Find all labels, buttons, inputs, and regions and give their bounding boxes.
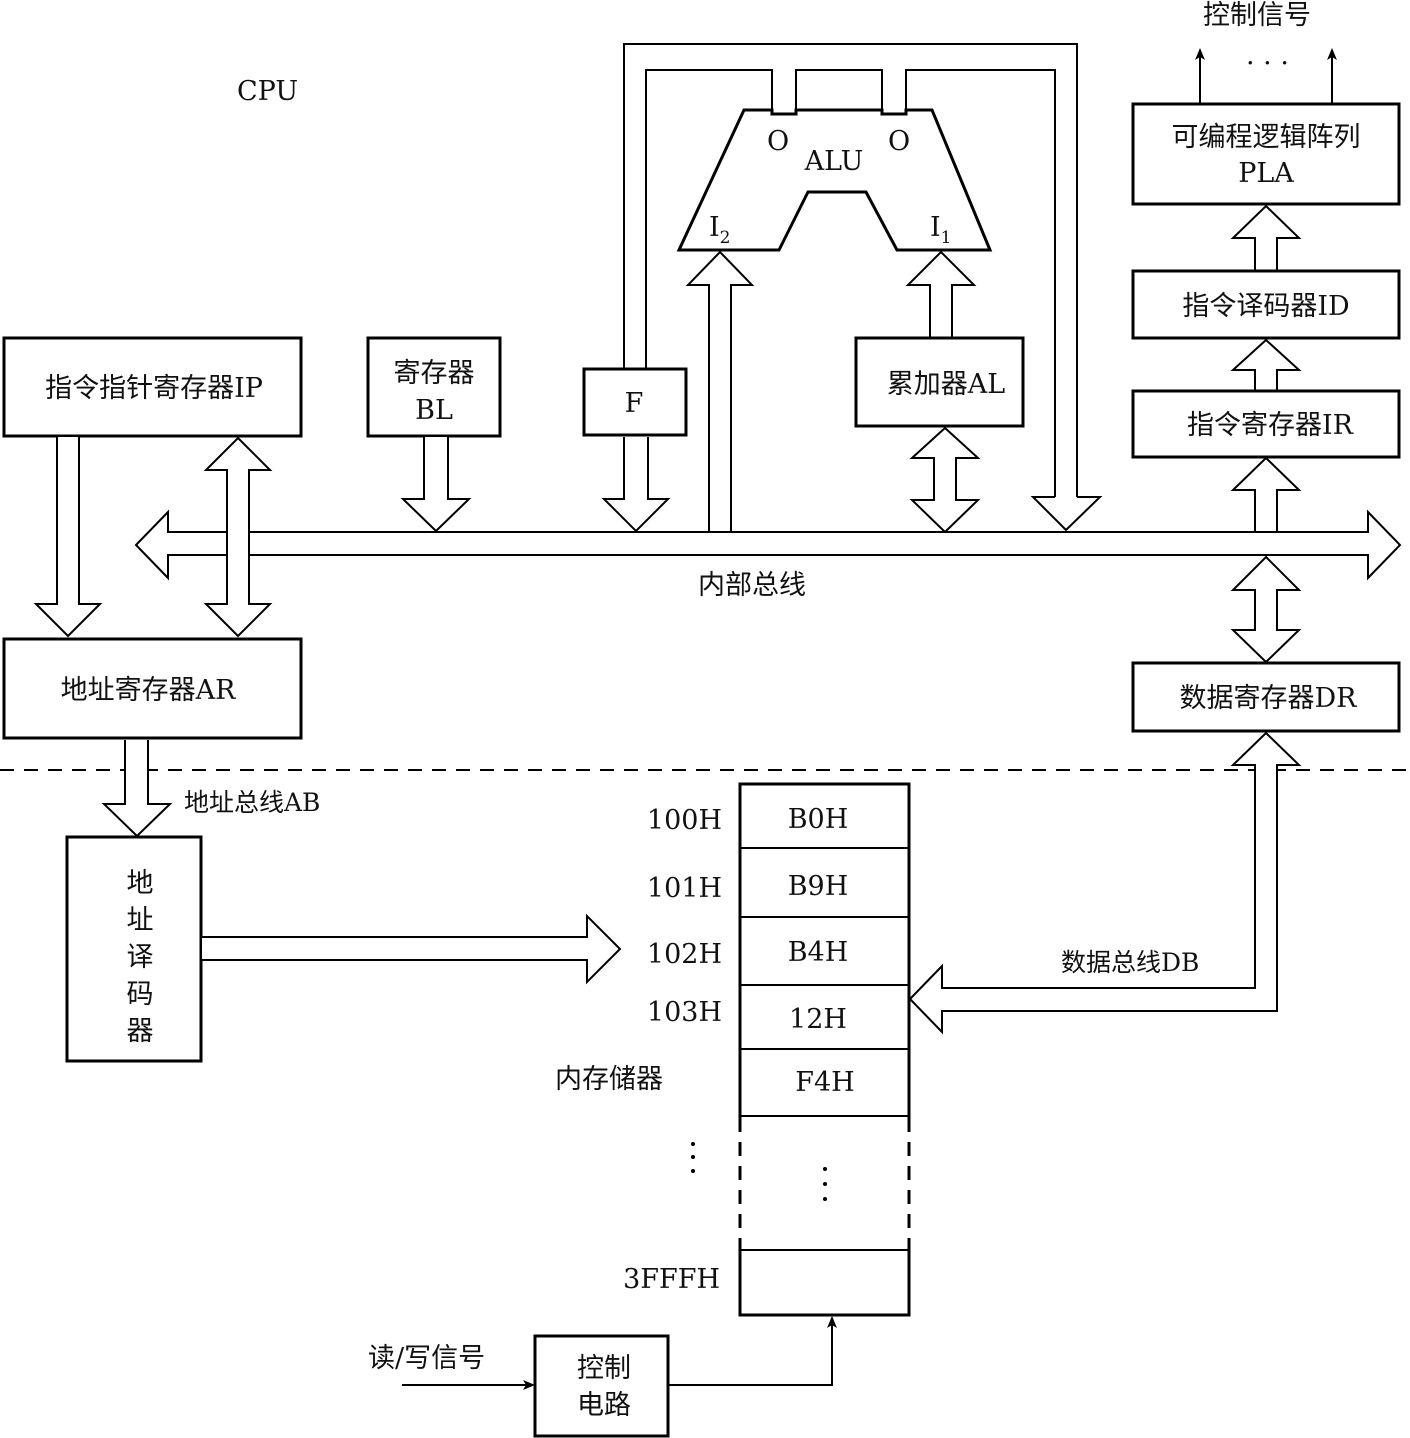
memory-cell-value: B9H <box>788 871 849 902</box>
alu-output-right: O <box>888 126 910 157</box>
ellipsis-dot <box>691 1142 695 1146</box>
memory-block: B0H B9H B4H 12H F4H 100H 101H 102H 103H … <box>623 782 911 1317</box>
alu-input-left: I2 <box>709 212 731 248</box>
address-decoder-char: 译 <box>127 942 154 973</box>
memory-cell-value: 12H <box>789 1004 847 1035</box>
register-bl-label-line1: 寄存器 <box>394 358 475 389</box>
alu-output-inner-loop <box>645 69 1056 497</box>
address-bus-arrow <box>101 740 173 838</box>
bl-to-bus-arrow <box>400 437 472 533</box>
ellipsis-dot <box>691 1169 695 1173</box>
ellipsis-dot <box>823 1167 827 1171</box>
control-signals-ellipsis: · · · <box>1246 48 1289 79</box>
pla-label-line1: 可编程逻辑阵列 <box>1172 122 1361 153</box>
control-circuit-block: 控制 电路 <box>533 1334 670 1438</box>
instruction-register-block: 指令寄存器IR <box>1131 389 1401 459</box>
bus-to-ir-arrow <box>1230 456 1302 532</box>
control-circuit-line1: 控制 <box>577 1353 631 1384</box>
instruction-decoder-label: 指令译码器ID <box>1182 291 1349 322</box>
memory-cell-address: 100H <box>647 805 722 836</box>
control-to-memory-arrow <box>668 1316 837 1386</box>
ellipsis-dot <box>691 1155 695 1159</box>
control-circuit-line2: 电路 <box>577 1390 631 1421</box>
address-decoder-char: 地 <box>127 868 154 899</box>
pla-label-line2: PLA <box>1238 158 1294 189</box>
al-to-alu-i1-arrow <box>905 250 977 338</box>
ip-ar-bidirectional-arrow <box>203 436 273 638</box>
register-bl-label-line2: BL <box>415 395 453 426</box>
instruction-register-label: 指令寄存器IR <box>1187 410 1354 441</box>
memory-cell-address: 103H <box>647 997 722 1028</box>
address-decoder-char: 器 <box>127 1016 154 1047</box>
data-register-label: 数据寄存器DR <box>1180 683 1358 714</box>
ip-to-ar-arrow <box>33 437 103 638</box>
alu-block: O O ALU I2 I1 <box>676 108 993 252</box>
address-decoder-char: 址 <box>127 905 154 936</box>
alu-input-right: I1 <box>930 212 952 248</box>
register-bl-block: 寄存器 BL <box>366 336 502 438</box>
memory-label: 内存储器 <box>555 1064 663 1095</box>
al-bus-bidirectional-arrow <box>909 426 981 534</box>
memory-cell-value: B4H <box>788 937 849 968</box>
accumulator-label: 累加器AL <box>887 369 1005 400</box>
bus-to-alu-i2-arrow <box>685 250 755 532</box>
id-to-pla-arrow <box>1230 204 1302 270</box>
ellipsis-dot <box>823 1197 827 1201</box>
instruction-pointer-label: 指令指针寄存器IP <box>45 373 263 404</box>
memory-cell-address: 102H <box>647 939 722 970</box>
instruction-pointer-block: 指令指针寄存器IP <box>2 336 303 438</box>
address-register-block: 地址寄存器AR <box>2 637 303 740</box>
data-register-block: 数据寄存器DR <box>1131 661 1401 733</box>
flags-block: F <box>582 367 688 437</box>
accumulator-block: 累加器AL <box>854 336 1025 428</box>
ellipsis-dot <box>823 1182 827 1186</box>
memory-last-address: 3FFFH <box>623 1264 720 1295</box>
internal-bus <box>134 509 1402 581</box>
alu-output-to-bus-arrow <box>1030 496 1103 532</box>
memory-cell-value: B0H <box>788 804 849 835</box>
data-bus-arrow <box>908 731 1302 1035</box>
flags-to-bus-arrow <box>601 437 671 533</box>
alu-label: ALU <box>804 146 864 177</box>
data-bus-label: 数据总线DB <box>1061 948 1199 977</box>
alu-output-to-flags-loop <box>623 43 1078 497</box>
memory-cell-value: F4H <box>795 1067 854 1098</box>
cpu-label: CPU <box>237 76 298 107</box>
address-decoder-block: 地 址 译 码 器 <box>65 835 203 1063</box>
rw-signal-label: 读/写信号 <box>368 1343 485 1374</box>
instruction-decoder-block: 指令译码器ID <box>1131 269 1401 340</box>
memory-cell-address: 101H <box>647 873 722 904</box>
address-register-label: 地址寄存器AR <box>61 675 236 706</box>
decoder-to-memory-arrow <box>202 913 622 985</box>
bus-dr-bidirectional-arrow <box>1230 555 1302 664</box>
control-signals-label: 控制信号 <box>1203 0 1311 31</box>
internal-bus-label: 内部总线 <box>698 570 806 601</box>
address-bus-label: 地址总线AB <box>184 788 320 817</box>
pla-block: 可编程逻辑阵列 PLA <box>1131 102 1401 206</box>
alu-output-left: O <box>767 126 789 157</box>
flags-label: F <box>625 388 644 419</box>
ir-to-id-arrow <box>1230 338 1302 390</box>
address-decoder-char: 码 <box>127 979 154 1010</box>
